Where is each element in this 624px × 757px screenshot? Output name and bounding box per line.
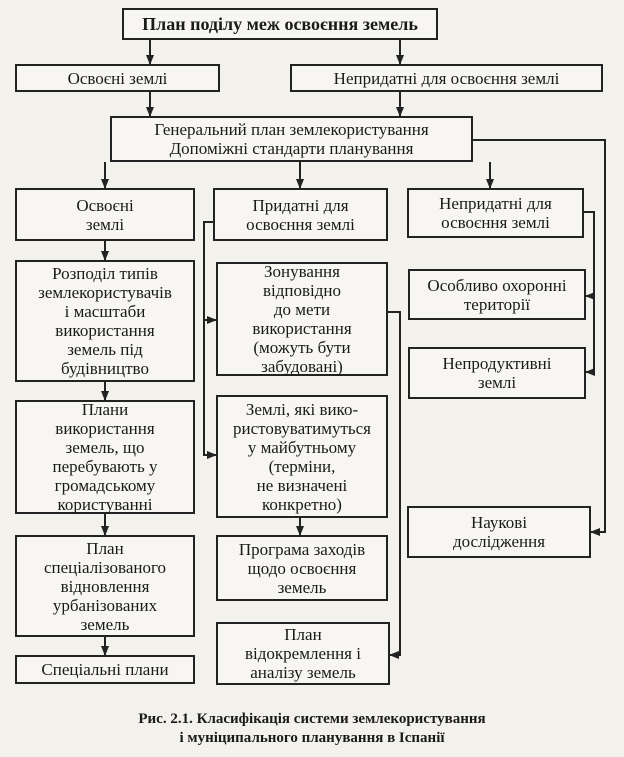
developed-lands-top-box: Освоєні землі [15, 64, 220, 92]
arrow-unsuitable-unproductive [585, 296, 595, 376]
suitable-lands-box: Придатні для освоєння землі [213, 188, 388, 241]
division-box: Розподіл типів землекористувачів і масшт… [15, 260, 195, 382]
arrow-plan-research [473, 139, 606, 536]
program-box: Програма заходів щодо освоєння земель [216, 535, 388, 601]
arrow-suitable-future [203, 320, 217, 459]
general-plan-box: Генеральний план землекористування Допом… [110, 116, 473, 162]
special-plans-box: Спеціальні плани [15, 655, 195, 684]
research-box: Наукові дослідження [407, 506, 591, 558]
separation-plan-box: План відокремлення і аналізу земель [216, 622, 390, 685]
unsuitable-lands-box: Непридатні для освоєння землі [407, 188, 584, 238]
arrow-zoning-separation [388, 311, 401, 659]
unsuitable-lands-top-box: Непридатні для освоєння землі [290, 64, 603, 92]
figure-caption: Рис. 2.1. Класифікація системи землекори… [138, 711, 486, 746]
developed-lands-box: Освоєні землі [15, 188, 195, 241]
arrow-suitable-zoning [203, 221, 217, 324]
future-lands-box: Землі, які вико- ристовуватимуться у май… [216, 395, 388, 518]
title-box: План поділу меж освоєння земель [122, 8, 438, 40]
protected-areas-box: Особливо охоронні території [408, 269, 586, 320]
land-use-plans-box: Плани використання земель, що перебувают… [15, 400, 195, 514]
zoning-box: Зонування відповідно до мети використанн… [216, 262, 388, 376]
unproductive-lands-box: Непродуктивні землі [408, 347, 586, 399]
arrow-unsuitable-protected [584, 211, 595, 300]
restoration-plan-box: План спеціалізованого відновлення урбані… [15, 535, 195, 637]
